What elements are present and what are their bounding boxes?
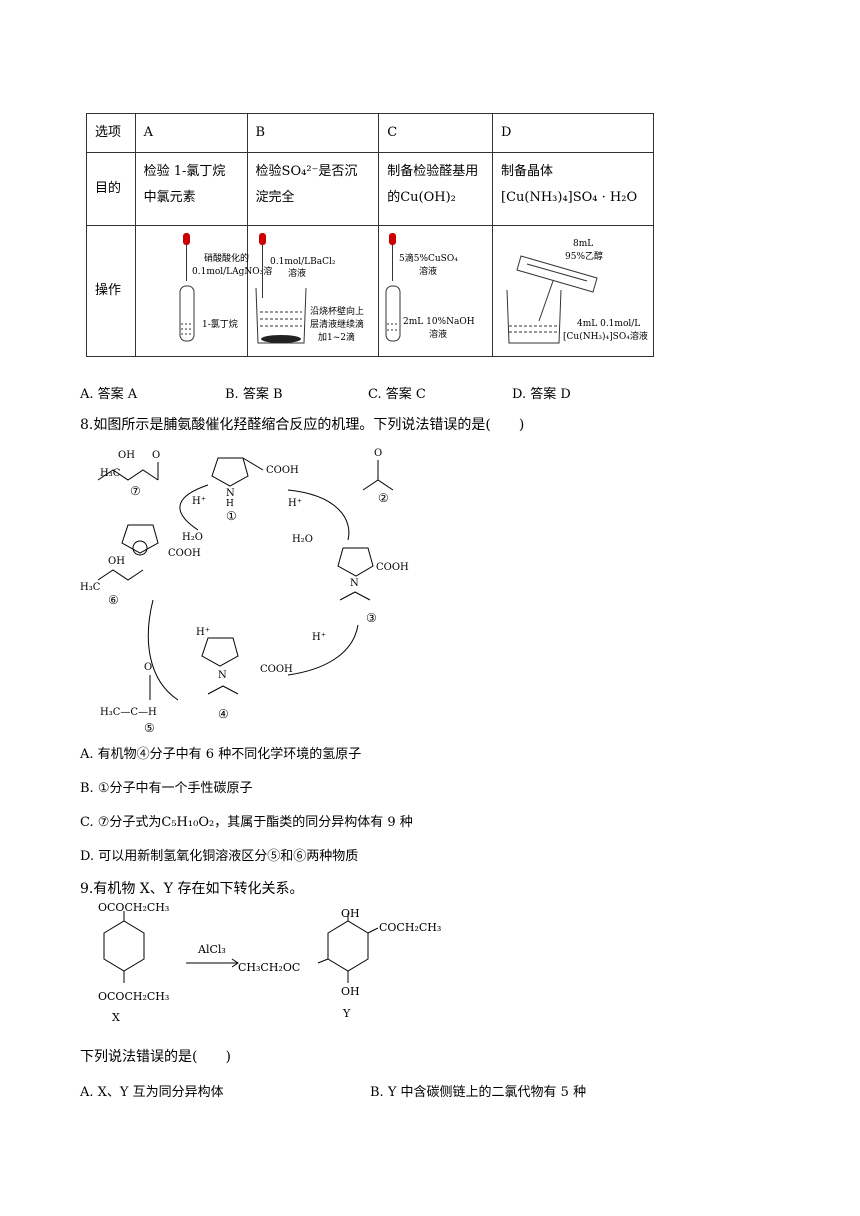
svg-text:COCH₂CH₃: COCH₂CH₃	[379, 921, 441, 934]
purpose-d: 制备晶体[Cu(NH₃)₄]SO₄ · H₂O	[492, 152, 654, 226]
svg-text:5滴5%CuSO₄: 5滴5%CuSO₄	[399, 252, 458, 264]
svg-text:加1~2滴: 加1~2滴	[318, 331, 355, 343]
svg-text:OH: OH	[341, 985, 360, 998]
svg-text:硝酸酸化的: 硝酸酸化的	[204, 252, 249, 264]
q8-option-b[interactable]: B. ①分子中有一个手性碳原子	[80, 781, 253, 796]
svg-text:H⁺: H⁺	[192, 496, 206, 507]
svg-text:H⁺: H⁺	[312, 632, 326, 643]
svg-text:①: ①	[226, 509, 237, 523]
svg-text:[Cu(NH₃)₄]SO₄溶液: [Cu(NH₃)₄]SO₄溶液	[563, 330, 648, 342]
operation-d: 8mL 95%乙醇 4mL 0.1mol/L [Cu(NH₃)₄]SO₄溶液	[492, 225, 654, 357]
svg-text:COOH: COOH	[260, 664, 293, 675]
svg-text:④: ④	[218, 707, 229, 721]
options-table: 选项 A B C D 目的 检验 1-氯丁烷中氯元素 检验SO₄²⁻是否沉淀完全…	[86, 113, 654, 357]
svg-text:Y: Y	[342, 1007, 351, 1020]
svg-text:N: N	[350, 578, 359, 589]
purpose-label: 目的	[86, 152, 136, 226]
svg-text:OH: OH	[118, 450, 135, 461]
svg-text:⑦: ⑦	[130, 484, 141, 498]
svg-text:OCOCH₂CH₃: OCOCH₂CH₃	[98, 990, 169, 1003]
svg-text:③: ③	[366, 611, 377, 625]
header-d: D	[492, 113, 654, 153]
svg-text:H₃C: H₃C	[80, 582, 101, 593]
operation-c: 5滴5%CuSO₄ 溶液 2mL 10%NaOH 溶液	[378, 225, 493, 357]
svg-text:H₃C—C—H: H₃C—C—H	[100, 707, 157, 718]
q7-choice-a[interactable]: A. 答案 A	[80, 387, 138, 402]
purpose-c: 制备检验醛基用的Cu(OH)₂	[378, 152, 493, 226]
q8-option-c[interactable]: C. ⑦分子式为C₅H₁₀O₂，其属于酯类的同分异构体有 9 种	[80, 815, 413, 830]
svg-text:O: O	[152, 450, 160, 461]
svg-text:O: O	[374, 448, 382, 459]
q9-question: 下列说法错误的是( )	[80, 1049, 231, 1065]
svg-text:0.1mol/LBaCl₂: 0.1mol/LBaCl₂	[270, 257, 336, 267]
proline-mechanism-diagram: H₃C OH O ⑦ COOH N H ① O ② COOH N ③ COOH …	[80, 448, 409, 735]
q7-choice-d[interactable]: D. 答案 D	[512, 387, 571, 402]
q9-option-a[interactable]: A. X、Y 互为同分异构体	[80, 1085, 224, 1100]
svg-text:N: N	[226, 488, 235, 499]
svg-text:OH: OH	[108, 556, 125, 567]
svg-text:OCOCH₂CH₃: OCOCH₂CH₃	[98, 901, 169, 914]
svg-text:N: N	[218, 670, 227, 681]
svg-text:H₂O: H₂O	[292, 534, 313, 545]
q7-choice-c[interactable]: C. 答案 C	[368, 387, 426, 402]
svg-text:AlCl₃: AlCl₃	[197, 943, 226, 956]
header-b: B	[246, 113, 380, 153]
q8-option-a[interactable]: A. 有机物④分子中有 6 种不同化学环境的氢原子	[80, 747, 362, 762]
svg-text:H₂O: H₂O	[182, 532, 203, 543]
svg-text:COOH: COOH	[266, 465, 299, 476]
purpose-b: 检验SO₄²⁻是否沉淀完全	[246, 152, 380, 226]
svg-text:②: ②	[378, 491, 389, 505]
svg-text:⑥: ⑥	[108, 593, 119, 607]
svg-text:沿烧杯壁向上: 沿烧杯壁向上	[310, 305, 364, 317]
svg-text:2mL 10%NaOH: 2mL 10%NaOH	[403, 317, 475, 327]
q7-choice-b[interactable]: B. 答案 B	[225, 387, 283, 402]
svg-text:层清液继续滴: 层清液继续滴	[310, 318, 364, 330]
svg-text:CH₃CH₂OC: CH₃CH₂OC	[238, 961, 300, 974]
header-option: 选项	[86, 113, 136, 153]
svg-text:O: O	[144, 662, 152, 673]
svg-text:COOH: COOH	[376, 562, 409, 573]
svg-text:溶液: 溶液	[419, 265, 437, 277]
operation-a: 硝酸酸化的 0.1mol/LAgNO₃溶 1-氯丁烷	[134, 225, 272, 357]
svg-text:H: H	[226, 499, 234, 509]
svg-text:H⁺: H⁺	[196, 627, 210, 638]
q8-option-d[interactable]: D. 可以用新制氢氧化铜溶液区分⑤和⑥两种物质	[80, 849, 359, 864]
svg-text:8mL: 8mL	[573, 239, 593, 249]
apparatus-d-icon: 8mL 95%乙醇 4mL 0.1mol/L [Cu(NH₃)₄]SO₄溶液	[506, 239, 648, 344]
purpose-a: 检验 1-氯丁烷中氯元素	[134, 152, 248, 226]
header-c: C	[378, 113, 493, 153]
svg-text:95%乙醇: 95%乙醇	[565, 250, 603, 262]
q8-stem: 8.如图所示是脯氨酸催化羟醛缩合反应的机理。下列说法错误的是( )	[80, 417, 525, 433]
svg-text:1-氯丁烷: 1-氯丁烷	[202, 318, 238, 330]
svg-text:溶液: 溶液	[429, 328, 447, 340]
apparatus-c-icon: 5滴5%CuSO₄ 溶液 2mL 10%NaOH 溶液	[385, 233, 475, 342]
svg-text:4mL 0.1mol/L: 4mL 0.1mol/L	[577, 319, 640, 329]
svg-text:⑤: ⑤	[144, 721, 155, 735]
svg-text:溶液: 溶液	[288, 267, 306, 279]
operation-label: 操作	[86, 225, 136, 357]
svg-text:COOH: COOH	[168, 548, 201, 559]
reaction-x-to-y-diagram: OCOCH₂CH₃ OCOCH₂CH₃ X AlCl₃ OH COCH₂CH₃ …	[98, 901, 441, 1024]
apparatus-a-icon: 硝酸酸化的 0.1mol/LAgNO₃溶 1-氯丁烷	[179, 233, 272, 342]
svg-text:H₃C: H₃C	[100, 468, 121, 479]
operation-b: 0.1mol/LBaCl₂ 溶液 沿烧杯壁向上 层清液继续滴 加1~2滴	[246, 225, 380, 357]
svg-text:H⁺: H⁺	[288, 498, 302, 509]
apparatus-b-icon: 0.1mol/LBaCl₂ 溶液 沿烧杯壁向上 层清液继续滴 加1~2滴	[255, 233, 364, 344]
header-a: A	[134, 113, 248, 153]
svg-text:X: X	[112, 1011, 120, 1024]
q9-stem: 9.有机物 X、Y 存在如下转化关系。	[80, 881, 304, 897]
q9-option-b[interactable]: B. Y 中含碳侧链上的二氯代物有 5 种	[370, 1085, 587, 1100]
svg-text:OH: OH	[341, 907, 360, 920]
